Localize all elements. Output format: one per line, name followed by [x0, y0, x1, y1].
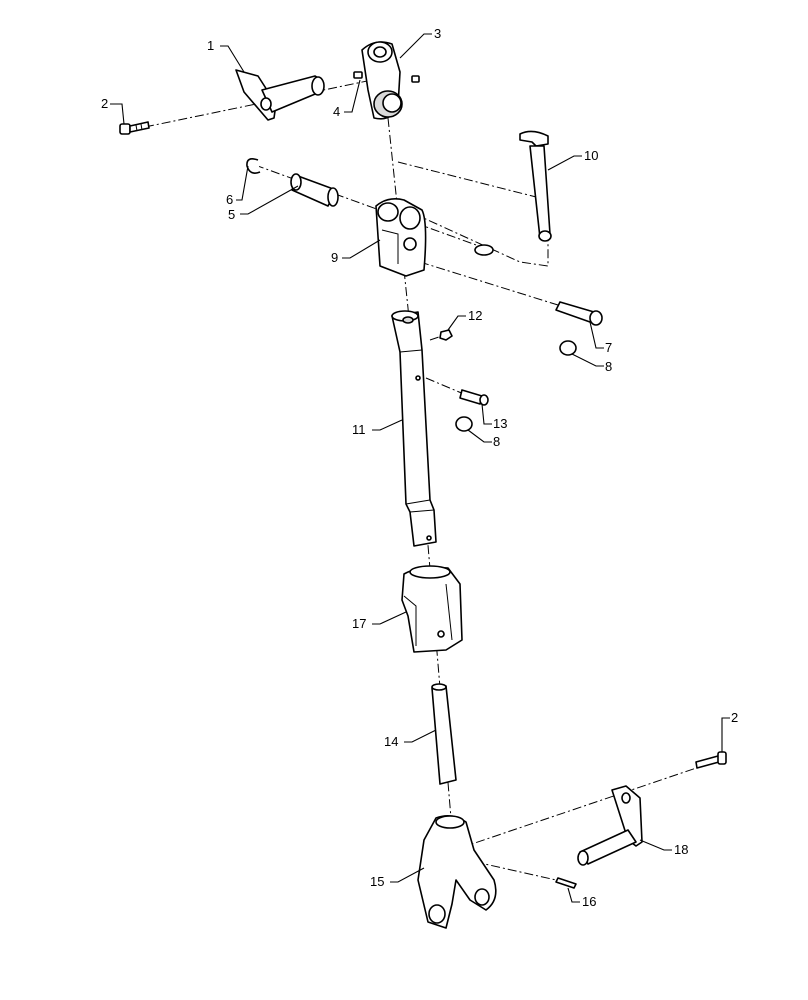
leader-lines	[110, 33, 730, 903]
part-10-t-handle-pin	[519, 130, 552, 242]
callout-8-upper: 8	[605, 359, 612, 374]
callout-2-lower: 2	[731, 710, 738, 725]
part-3-upper-clevis	[361, 41, 403, 120]
part-15-lower-clevis	[417, 814, 497, 929]
part-12-nut	[439, 329, 453, 341]
part-1-upper-l-pin	[235, 69, 325, 121]
part-16-roll-pin	[555, 877, 577, 889]
callout-2-upper: 2	[101, 96, 108, 111]
part-14-pin	[431, 683, 457, 785]
callout-16: 16	[582, 894, 596, 909]
callout-13: 13	[493, 416, 507, 431]
callout-3: 3	[434, 26, 441, 41]
part-2-bolt-upper	[119, 121, 150, 135]
part-2-bolt-lower	[695, 751, 727, 769]
part-6-snap-ring	[246, 158, 261, 174]
part-8-o-ring-upper	[559, 340, 577, 356]
part-11-adjusting-tube	[391, 310, 437, 547]
part-13-small-pin	[459, 389, 489, 406]
part-7-pin	[555, 301, 603, 326]
part-9-clevis-block	[375, 198, 427, 277]
callout-7: 7	[605, 340, 612, 355]
part-5-pin	[290, 173, 339, 207]
callout-5: 5	[228, 207, 235, 222]
snap-ring-small	[474, 244, 494, 256]
callout-11: 11	[352, 422, 366, 437]
callout-labels: 1 2 3 4 5 6 7 8 8 9 10 11 12 13 14 15 16…	[101, 26, 738, 909]
callout-18: 18	[674, 842, 688, 857]
callout-17: 17	[352, 616, 366, 631]
part-4-grease-fitting	[353, 71, 420, 83]
callout-14: 14	[384, 734, 398, 749]
callout-6: 6	[226, 192, 233, 207]
part-18-lower-l-pin	[577, 785, 643, 866]
callout-8-lower: 8	[493, 434, 500, 449]
callout-12: 12	[468, 308, 482, 323]
part-8-o-ring-lower	[455, 416, 473, 432]
callout-4: 4	[333, 104, 340, 119]
part-17-lower-body	[401, 565, 463, 653]
axis-pin-10-envelope	[394, 161, 549, 267]
callout-9: 9	[331, 250, 338, 265]
callout-15: 15	[370, 874, 384, 889]
axis-pin-5	[254, 164, 491, 251]
callout-10: 10	[584, 148, 598, 163]
callout-1: 1	[207, 38, 214, 53]
axis-pin-lower	[459, 759, 721, 849]
